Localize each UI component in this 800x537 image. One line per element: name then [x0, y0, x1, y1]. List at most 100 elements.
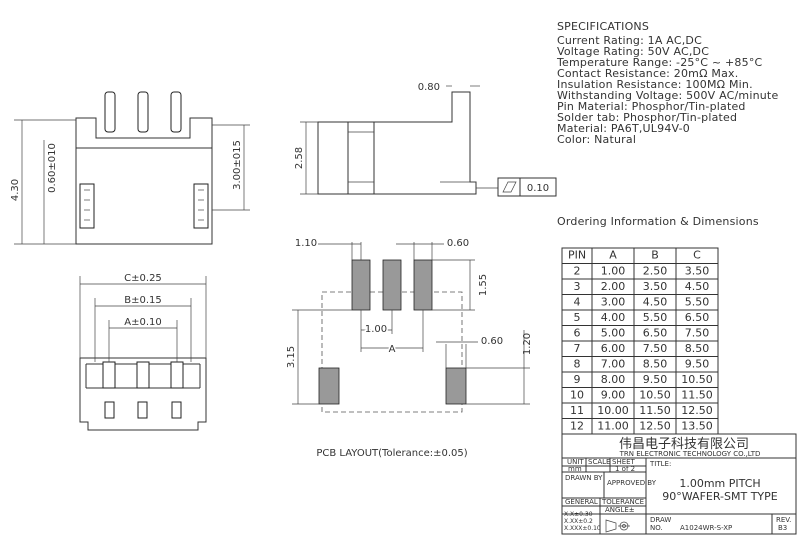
ordering-cell: 5.00 — [601, 327, 626, 340]
sheet-value: 1 of 2 — [615, 465, 635, 473]
spec-line: Material: PA6T,UL94V-0 — [557, 122, 690, 135]
pcb-dim-a: A — [389, 344, 396, 355]
projection-icon — [605, 519, 630, 533]
ordering-cell: 12.50 — [681, 404, 713, 417]
front-view: 4.30 0.60±010 3.00±015 — [10, 91, 250, 245]
draw-no-label-2: NO. — [650, 524, 663, 532]
ordering-cell: 3.50 — [685, 265, 710, 278]
ordering-header-c: C — [693, 249, 701, 262]
bottom-pin — [171, 401, 182, 419]
ordering-cell: 3.50 — [643, 280, 668, 293]
tolerance-2: X.XX±0.2 — [564, 518, 593, 525]
spec-line: Withstanding Voltage: 500V AC/minute — [557, 89, 778, 102]
bottom-pin — [104, 401, 115, 419]
front-body-outline — [75, 117, 213, 245]
front-pin — [170, 91, 182, 133]
ordering-cell: 8.00 — [601, 373, 626, 386]
ordering-cell: 5 — [574, 311, 581, 324]
pcb-tab-left — [318, 367, 340, 405]
pcb-pad — [413, 259, 433, 311]
bottom-pin — [137, 401, 148, 419]
bottom-body-outline — [79, 357, 207, 431]
front-tab-left — [79, 183, 95, 229]
ordering-cell: 11.50 — [639, 404, 671, 417]
pcb-dim-tab-length: 1.20 — [522, 333, 533, 355]
flatness-icon — [502, 181, 517, 193]
side-view: 0.80 2.58 0.10 — [294, 82, 557, 197]
general-label: GENERAL — [565, 498, 598, 506]
ordering-cell: 6.00 — [601, 342, 626, 355]
sheet-label: SHEET — [612, 458, 636, 466]
ordering-header-b: B — [651, 249, 659, 262]
front-dim-body: 3.00±015 — [232, 140, 243, 190]
drawn-by-label: DRAWN BY — [565, 474, 603, 482]
bottom-pin — [170, 361, 184, 389]
pcb-outline — [321, 291, 463, 413]
pcb-pad — [382, 259, 402, 311]
side-body-outline — [317, 91, 477, 195]
approved-by-label: APPROVED BY — [607, 479, 657, 487]
front-tab-right — [193, 183, 209, 229]
ordering-cell: 10.50 — [639, 389, 671, 402]
ordering-cell: 7.50 — [643, 342, 668, 355]
angle-label: ANGLE± — [605, 506, 635, 514]
bottom-pins — [102, 361, 184, 419]
flatness-value: 0.10 — [527, 183, 549, 194]
ordering-cell: 8 — [574, 358, 581, 371]
pcb-dim-pad-length: 1.55 — [478, 274, 489, 296]
unit-label: UNIT — [567, 458, 584, 466]
front-pin — [104, 91, 116, 133]
tolerance-3: X.XXX±0.10 — [564, 525, 601, 532]
ordering-header-a: A — [609, 249, 617, 262]
ordering-cell: 7 — [574, 342, 581, 355]
spec-line: Contact Resistance: 20mΩ Max. — [557, 67, 738, 80]
ordering-cell: 4 — [574, 296, 581, 309]
pcb-dim-pitch: 1.00 — [365, 324, 387, 335]
ordering-cell: 7.50 — [685, 327, 710, 340]
ordering-cell: 5.50 — [685, 296, 710, 309]
ordering-cell: 2.50 — [643, 265, 668, 278]
front-pins — [104, 91, 182, 133]
specifications: SPECIFICATIONS Current Rating: 1A AC,DC … — [556, 20, 778, 146]
ordering-cell: 2 — [574, 265, 581, 278]
ordering-table: Ordering Information & Dimensions PIN A … — [557, 215, 759, 435]
draw-no: A1024WR-S-XP — [680, 524, 732, 532]
pcb-dim-height: 3.15 — [286, 346, 297, 368]
side-dim-height: 2.58 — [294, 147, 305, 169]
ordering-cell: 10 — [570, 389, 584, 402]
bottom-view: C±0.25 B±0.15 A±0.10 — [79, 273, 207, 431]
pcb-signal-pads — [351, 259, 433, 311]
pcb-pad — [351, 259, 371, 311]
spec-line: Insulation Resistance: 100MΩ Min. — [557, 78, 753, 91]
bottom-pin — [102, 361, 116, 389]
side-dim-top: 0.80 — [418, 82, 440, 93]
front-dim-tab: 0.60±010 — [47, 143, 58, 193]
title-label: TITLE: — [649, 460, 671, 468]
ordering-cell: 2.00 — [601, 280, 626, 293]
ordering-cell: 4.00 — [601, 311, 626, 324]
ordering-cell: 11 — [570, 404, 584, 417]
title-line-2: 90°WAFER-SMT TYPE — [662, 490, 778, 503]
side-wafer — [347, 121, 375, 195]
bottom-dim-c: C±0.25 — [124, 273, 162, 284]
ordering-cell: 6 — [574, 327, 581, 340]
ordering-cell: 6.50 — [685, 311, 710, 324]
ordering-cell: 6.50 — [643, 327, 668, 340]
pcb-caption: PCB LAYOUT(Tolerance:±0.05) — [316, 448, 467, 459]
title-block-frame — [561, 433, 797, 535]
pcb-layout: 1.10 0.60 1.55 1.00 A 0.60 1.20 3.15 — [286, 238, 533, 459]
ordering-cell: 3 — [574, 280, 581, 293]
ordering-cell: 9.50 — [643, 373, 668, 386]
spec-line: Temperature Range: -25°C ~ +85°C — [556, 56, 763, 69]
ordering-cell: 4.50 — [643, 296, 668, 309]
ordering-cell: 11.50 — [681, 389, 713, 402]
spec-line: Current Rating: 1A AC,DC — [557, 34, 702, 47]
company-name-en: TRN ELECTRONIC TECHNOLOGY CO.,LTD — [619, 450, 761, 458]
ordering-cell: 10.50 — [681, 373, 713, 386]
ordering-cell: 12 — [570, 420, 584, 433]
bottom-dim-b: B±0.15 — [124, 295, 162, 306]
rev-label: REV. — [776, 516, 791, 524]
ordering-cell: 3.00 — [601, 296, 626, 309]
title-block: 伟昌电子科技有限公司 TRN ELECTRONIC TECHNOLOGY CO.… — [561, 433, 797, 535]
